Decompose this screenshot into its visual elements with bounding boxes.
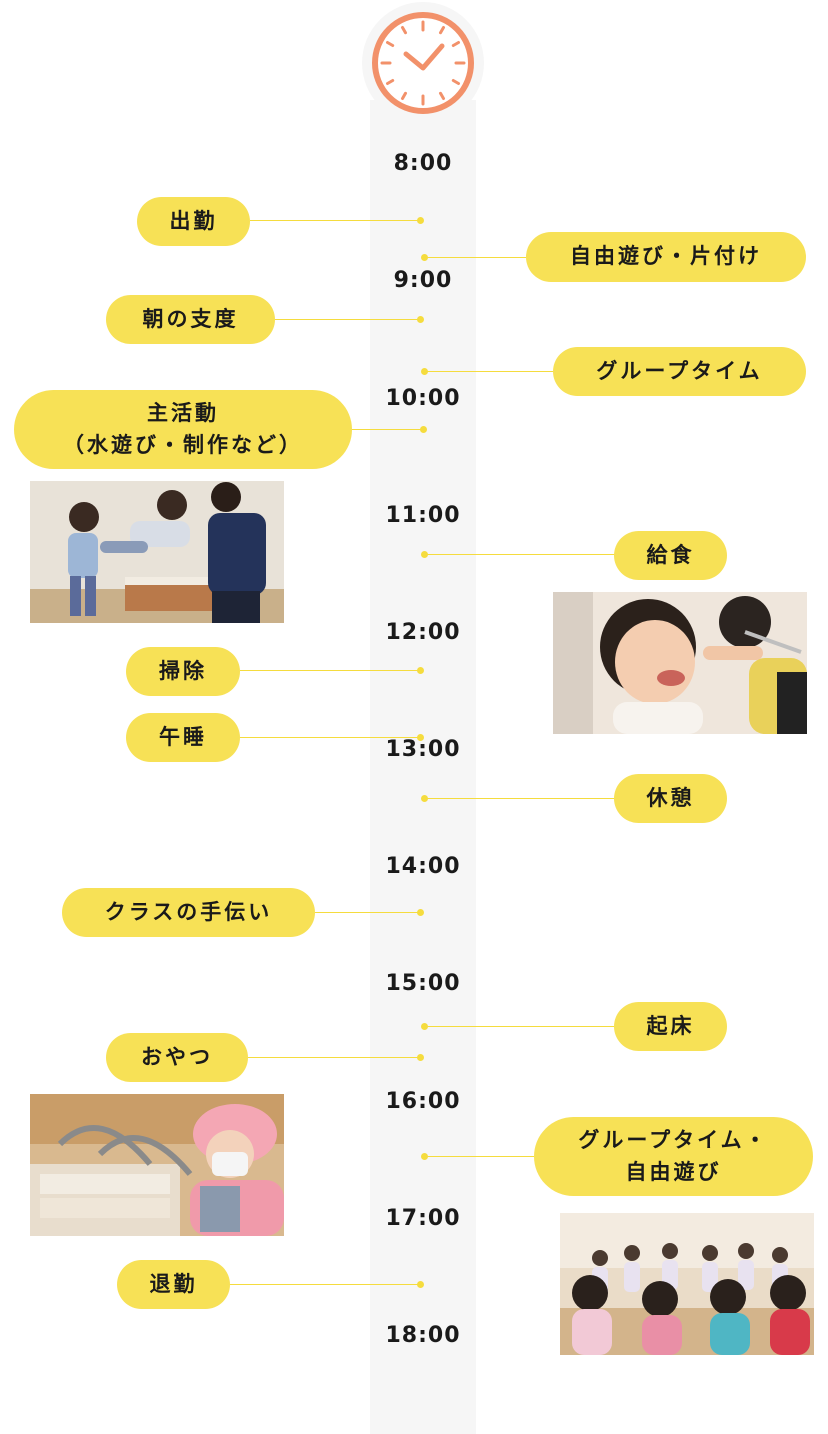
event-pill-break: 休憩: [614, 774, 727, 823]
event-label: 朝の支度: [142, 306, 239, 331]
activity-photo: [30, 481, 284, 623]
event-pill-clock-in: 出勤: [137, 197, 250, 246]
event-label: 掃除: [159, 658, 207, 683]
event-label: 出勤: [169, 208, 218, 233]
time-label: 18:00: [385, 1323, 461, 1348]
snack-photo: [30, 1094, 284, 1236]
timeline-dot: [421, 795, 428, 802]
event-label: 主活動 （水遊び・制作など）: [63, 401, 303, 457]
time-label: 12:00: [385, 620, 461, 645]
event-label: 休憩: [646, 785, 695, 810]
time-label: 8:00: [393, 151, 453, 176]
connector-line: [240, 737, 420, 738]
event-label: グループタイム: [596, 358, 763, 383]
connector-line: [275, 319, 420, 320]
connector-line: [424, 798, 616, 799]
event-pill-lunch: 給食: [614, 531, 727, 580]
timeline-dot: [417, 734, 424, 741]
time-label: 11:00: [385, 503, 461, 528]
connector-line: [315, 912, 420, 913]
event-label: 給食: [646, 542, 695, 567]
event-pill-class-help: クラスの手伝い: [62, 888, 315, 937]
connector-line: [250, 220, 420, 221]
timeline-track: [370, 100, 476, 1434]
time-label: 16:00: [385, 1089, 461, 1114]
event-label: 自由遊び・片付け: [570, 244, 762, 269]
event-label: おやつ: [141, 1044, 213, 1069]
connector-line: [424, 257, 526, 258]
timeline-dot: [421, 254, 428, 261]
connector-line: [424, 1156, 534, 1157]
time-label: 13:00: [385, 737, 461, 762]
connector-line: [240, 670, 420, 671]
lunch-photo: [553, 592, 807, 734]
event-pill-wake-up: 起床: [614, 1002, 727, 1051]
event-pill-nap: 午睡: [126, 713, 240, 762]
timeline-dot: [421, 368, 428, 375]
timeline-dot: [417, 1281, 424, 1288]
group-time-photo: [560, 1213, 814, 1355]
timeline-dot: [417, 667, 424, 674]
time-label: 9:00: [393, 268, 453, 293]
clock-icon: [372, 12, 474, 114]
time-label: 15:00: [385, 971, 461, 996]
event-label: 起床: [646, 1013, 695, 1038]
timeline-dot: [417, 1054, 424, 1061]
event-pill-group-time: グループタイム: [553, 347, 806, 396]
timeline-dot: [421, 551, 428, 558]
timeline-dot: [421, 1153, 428, 1160]
connector-line: [424, 1026, 616, 1027]
connector-line: [424, 371, 554, 372]
event-label: グループタイム・ 自由遊び: [578, 1128, 769, 1184]
timeline-dot: [417, 909, 424, 916]
timeline-dot: [417, 316, 424, 323]
timeline-dot: [421, 1023, 428, 1030]
connector-line: [424, 554, 616, 555]
event-pill-free-play: 自由遊び・片付け: [526, 232, 806, 282]
event-label: 午睡: [159, 724, 207, 749]
event-label: クラスの手伝い: [104, 899, 273, 924]
time-label: 17:00: [385, 1206, 461, 1231]
event-pill-morning-prep: 朝の支度: [106, 295, 275, 344]
connector-line: [248, 1057, 420, 1058]
event-pill-clock-out: 退勤: [117, 1260, 230, 1309]
timeline-dot: [420, 426, 427, 433]
event-pill-cleaning: 掃除: [126, 647, 240, 696]
connector-line: [230, 1284, 420, 1285]
time-label: 14:00: [385, 854, 461, 879]
event-pill-snack: おやつ: [106, 1033, 248, 1082]
time-label: 10:00: [385, 386, 461, 411]
connector-line: [352, 429, 422, 430]
event-label: 退勤: [149, 1271, 198, 1296]
event-pill-group-free-play: グループタイム・ 自由遊び: [534, 1117, 813, 1196]
timeline-dot: [417, 217, 424, 224]
event-pill-main-activity: 主活動 （水遊び・制作など）: [14, 390, 352, 469]
